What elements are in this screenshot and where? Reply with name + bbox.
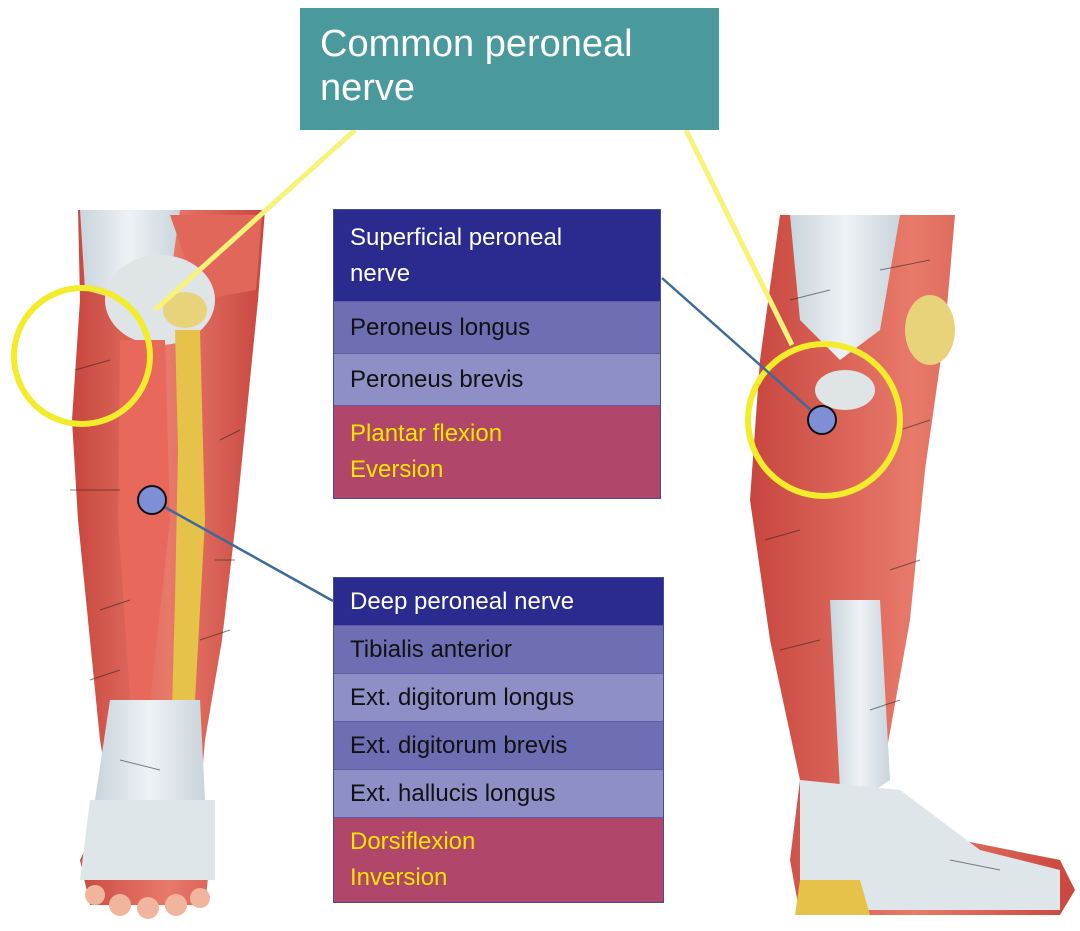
title-box: Common peroneal nerve: [300, 8, 719, 130]
muscle-row: Ext. digitorum longus: [334, 674, 663, 722]
deep-nerve-header: Deep peroneal nerve: [334, 578, 663, 626]
muscle-row: Peroneus longus: [334, 302, 660, 354]
deep-nerve-table: Deep peroneal nerve Tibialis anterior Ex…: [333, 577, 664, 903]
muscle-label: Ext. hallucis longus: [350, 780, 555, 808]
title-line-1: Common peroneal: [320, 22, 719, 66]
action-line-2: Eversion: [350, 452, 443, 488]
action-row: Dorsiflexion Inversion: [334, 818, 663, 902]
muscle-row: Ext. digitorum brevis: [334, 722, 663, 770]
muscle-label: Peroneus brevis: [350, 366, 523, 394]
superficial-header-line-2: nerve: [350, 256, 410, 292]
muscle-row: Peroneus brevis: [334, 354, 660, 406]
leg-anterior-illustration: [70, 210, 265, 919]
nerve-dot-deep: [138, 486, 166, 514]
muscle-label: Ext. digitorum brevis: [350, 732, 567, 760]
muscle-row: Ext. hallucis longus: [334, 770, 663, 818]
superficial-nerve-header: Superficial peroneal nerve: [334, 210, 660, 302]
action-line-1: Plantar flexion: [350, 416, 502, 452]
deep-header-label: Deep peroneal nerve: [350, 584, 574, 620]
action-row: Plantar flexion Eversion: [334, 406, 660, 498]
muscle-row: Tibialis anterior: [334, 626, 663, 674]
title-line-2: nerve: [320, 66, 719, 110]
action-line-2: Inversion: [350, 860, 447, 896]
nerve-dot-superficial: [808, 406, 836, 434]
muscle-label: Tibialis anterior: [350, 636, 512, 664]
muscle-label: Ext. digitorum longus: [350, 684, 574, 712]
leg-lateral-illustration: [750, 215, 1075, 915]
muscle-label: Peroneus longus: [350, 314, 530, 342]
superficial-header-line-1: Superficial peroneal: [350, 220, 562, 256]
superficial-nerve-table: Superficial peroneal nerve Peroneus long…: [333, 209, 661, 499]
action-line-1: Dorsiflexion: [350, 824, 475, 860]
